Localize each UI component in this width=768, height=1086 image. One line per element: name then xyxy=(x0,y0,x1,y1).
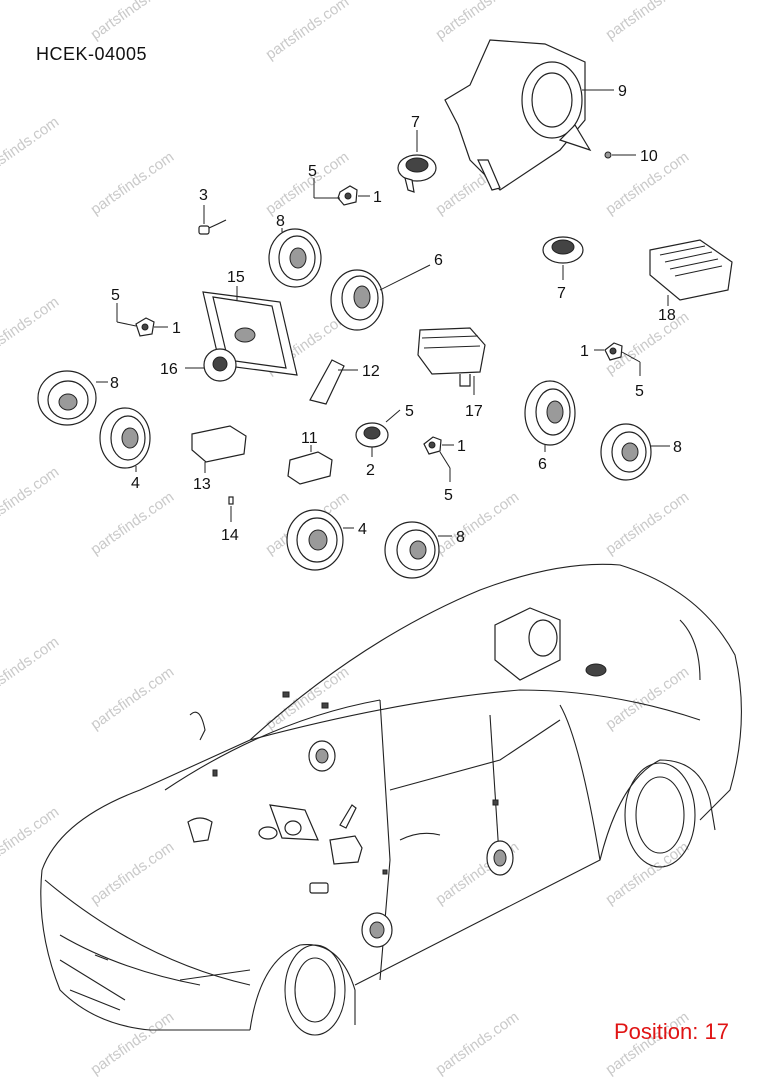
callout-label: 5 xyxy=(308,163,317,180)
callout-label: 8 xyxy=(276,213,285,230)
callout-label: 17 xyxy=(465,403,483,420)
watermark: partsfinds.com xyxy=(603,488,693,558)
watermark: partsfinds.com xyxy=(88,663,178,733)
callout-label: 13 xyxy=(193,476,211,493)
diagram-code: HCEK-04005 xyxy=(36,44,148,64)
callout-label: 15 xyxy=(227,269,245,286)
callout-label: 8 xyxy=(456,529,465,546)
watermark: partsfinds.com xyxy=(88,148,178,218)
part-speaker-8-bottom xyxy=(384,521,452,579)
part-small-bracket-left xyxy=(116,303,168,337)
callout-label: 5 xyxy=(405,403,414,420)
callout-label: 9 xyxy=(618,83,627,100)
callout-label: 12 xyxy=(362,363,380,380)
callout-label: 1 xyxy=(457,438,466,455)
watermark: partsfinds.com xyxy=(88,838,178,908)
watermark: partsfinds.com xyxy=(88,1008,178,1078)
callout-label: 16 xyxy=(160,361,178,378)
part-speaker-8-left xyxy=(37,370,108,426)
part-sensor xyxy=(198,205,227,235)
callout-label: 7 xyxy=(557,285,566,302)
watermark: partsfinds.com xyxy=(0,463,62,533)
watermark: partsfinds.com xyxy=(433,1008,523,1078)
vehicle-outline xyxy=(40,563,742,1036)
callout-label: 4 xyxy=(131,475,140,492)
watermark: partsfinds.com xyxy=(0,293,62,363)
callout-label: 4 xyxy=(358,521,367,538)
callout-labels: 9 10 7 5 1 3 8 6 7 18 15 5 1 16 12 17 1 … xyxy=(110,83,682,546)
callout-label: 3 xyxy=(199,187,208,204)
callout-label: 18 xyxy=(658,307,676,324)
part-tweeter-2 xyxy=(355,409,401,457)
watermark: partsfinds.com xyxy=(0,113,62,183)
part-speaker-4-bottom xyxy=(286,509,354,571)
watermark: partsfinds.com xyxy=(88,488,178,558)
callout-label: 1 xyxy=(373,189,382,206)
watermark: partsfinds.com xyxy=(263,0,353,63)
watermark: partsfinds.com xyxy=(603,0,693,43)
part-module-13 xyxy=(191,425,247,473)
part-speaker-8-top xyxy=(268,228,322,288)
part-nut xyxy=(604,151,636,159)
callout-label: 5 xyxy=(635,383,644,400)
watermark-layer: partsfinds.com partsfinds.com partsfinds… xyxy=(0,0,692,1078)
callout-label: 14 xyxy=(221,527,239,544)
watermark: partsfinds.com xyxy=(603,838,693,908)
part-small-bracket-mid xyxy=(423,436,454,482)
part-small-bracket-top xyxy=(313,178,370,206)
part-speaker-4-left xyxy=(99,407,151,472)
watermark: partsfinds.com xyxy=(433,0,523,43)
watermark: partsfinds.com xyxy=(0,633,62,703)
callout-label: 10 xyxy=(640,148,658,165)
watermark: partsfinds.com xyxy=(263,148,353,218)
part-tweeter-top xyxy=(397,130,437,193)
part-subwoofer-enclosure xyxy=(444,39,614,191)
part-clip-14 xyxy=(228,496,234,522)
watermark: partsfinds.com xyxy=(88,0,178,43)
position-indicator: Position: 17 xyxy=(614,1019,729,1044)
part-speaker-6-right xyxy=(524,380,576,452)
part-speaker-8-right xyxy=(600,423,670,481)
part-antenna xyxy=(309,359,358,405)
part-control-module xyxy=(417,327,486,395)
part-amplifier xyxy=(649,239,733,306)
callout-label: 1 xyxy=(172,320,181,337)
part-speaker-6-top xyxy=(330,264,431,331)
watermark: partsfinds.com xyxy=(263,663,353,733)
part-tweeter-right xyxy=(542,236,584,280)
callout-label: 2 xyxy=(366,462,375,479)
callout-label: 5 xyxy=(444,487,453,504)
callout-label: 7 xyxy=(411,114,420,131)
watermark: partsfinds.com xyxy=(0,803,62,873)
callout-label: 1 xyxy=(580,343,589,360)
callout-label: 6 xyxy=(538,456,547,473)
callout-label: 6 xyxy=(434,252,443,269)
callout-label: 11 xyxy=(301,430,318,447)
part-control-knob xyxy=(185,348,237,382)
part-module-11 xyxy=(287,445,333,485)
callout-label: 8 xyxy=(110,375,119,392)
callout-label: 5 xyxy=(111,287,120,304)
vehicle-mounted-parts xyxy=(187,607,607,948)
part-small-bracket-right xyxy=(594,342,641,376)
callout-label: 8 xyxy=(673,439,682,456)
